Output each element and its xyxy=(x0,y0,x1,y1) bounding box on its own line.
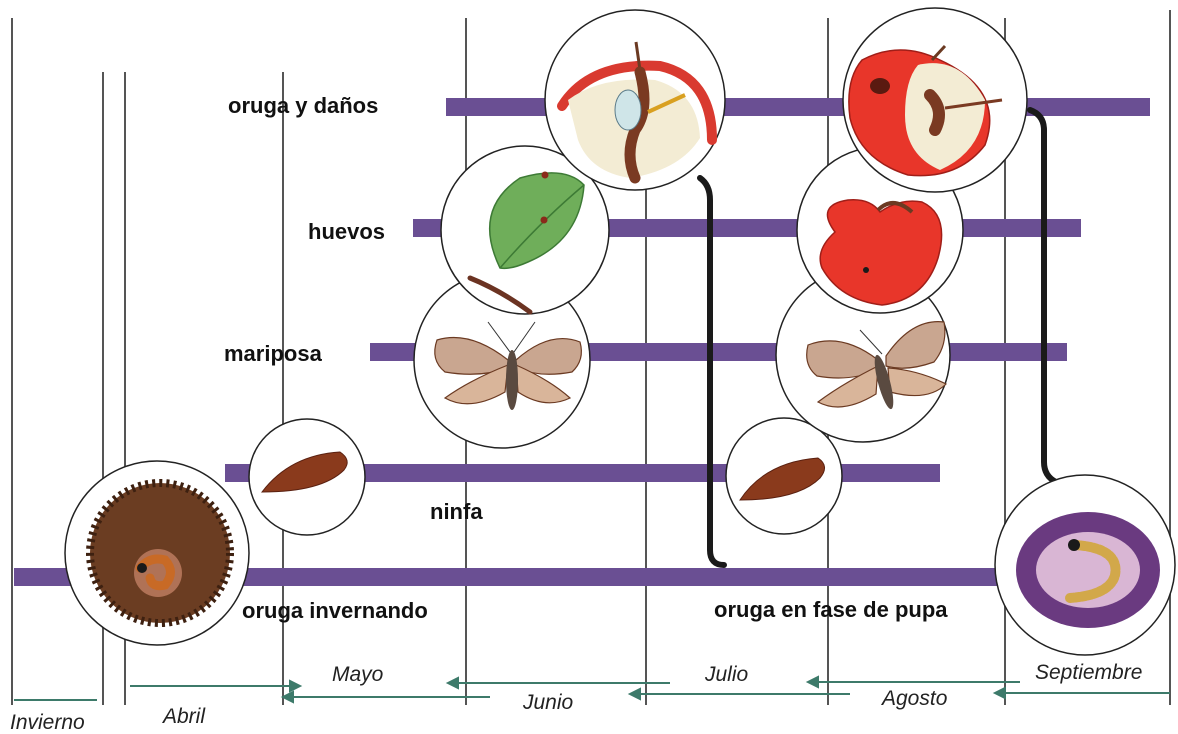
month-septiembre: Septiembre xyxy=(1035,661,1143,684)
moth-icon xyxy=(806,321,948,410)
apple-icon xyxy=(819,199,943,306)
label-mariposa: mariposa xyxy=(224,341,322,366)
damaged-apple-icon xyxy=(848,44,1003,177)
month-junio: Junio xyxy=(523,691,574,714)
moth-icon xyxy=(434,321,582,410)
label-oruga-pupa: oruga en fase de pupa xyxy=(714,597,948,622)
arrowhead xyxy=(627,687,641,701)
arrowhead xyxy=(445,676,459,690)
label-oruga-danos: oruga y daños xyxy=(228,93,379,118)
arrowhead xyxy=(289,679,303,693)
month-mayo: Mayo xyxy=(332,663,384,686)
connector-autumn xyxy=(1027,107,1059,485)
pupa-icon xyxy=(260,451,348,493)
damaged-apple-icon xyxy=(557,41,717,184)
bar-oruga-invernando xyxy=(14,568,1009,586)
connector-summer xyxy=(697,175,727,568)
label-ninfa: ninfa xyxy=(430,499,483,524)
month-abril: Abril xyxy=(163,705,206,728)
connector-lines xyxy=(697,107,1059,568)
arrowhead xyxy=(992,686,1006,700)
pupa-icon xyxy=(739,457,825,501)
month-agosto: Agosto xyxy=(882,687,948,710)
overwintering-larva-icon xyxy=(86,479,234,627)
arrowhead xyxy=(280,690,294,704)
label-oruga-invernando: oruga invernando xyxy=(242,598,428,623)
arrowhead xyxy=(805,675,819,689)
month-invierno: Invierno xyxy=(10,711,85,734)
larva-in-cocoon-icon xyxy=(1016,512,1160,628)
leaf-icon xyxy=(467,171,585,315)
month-arrows xyxy=(14,675,1170,704)
label-huevos: huevos xyxy=(308,219,386,244)
month-julio: Julio xyxy=(705,663,749,686)
